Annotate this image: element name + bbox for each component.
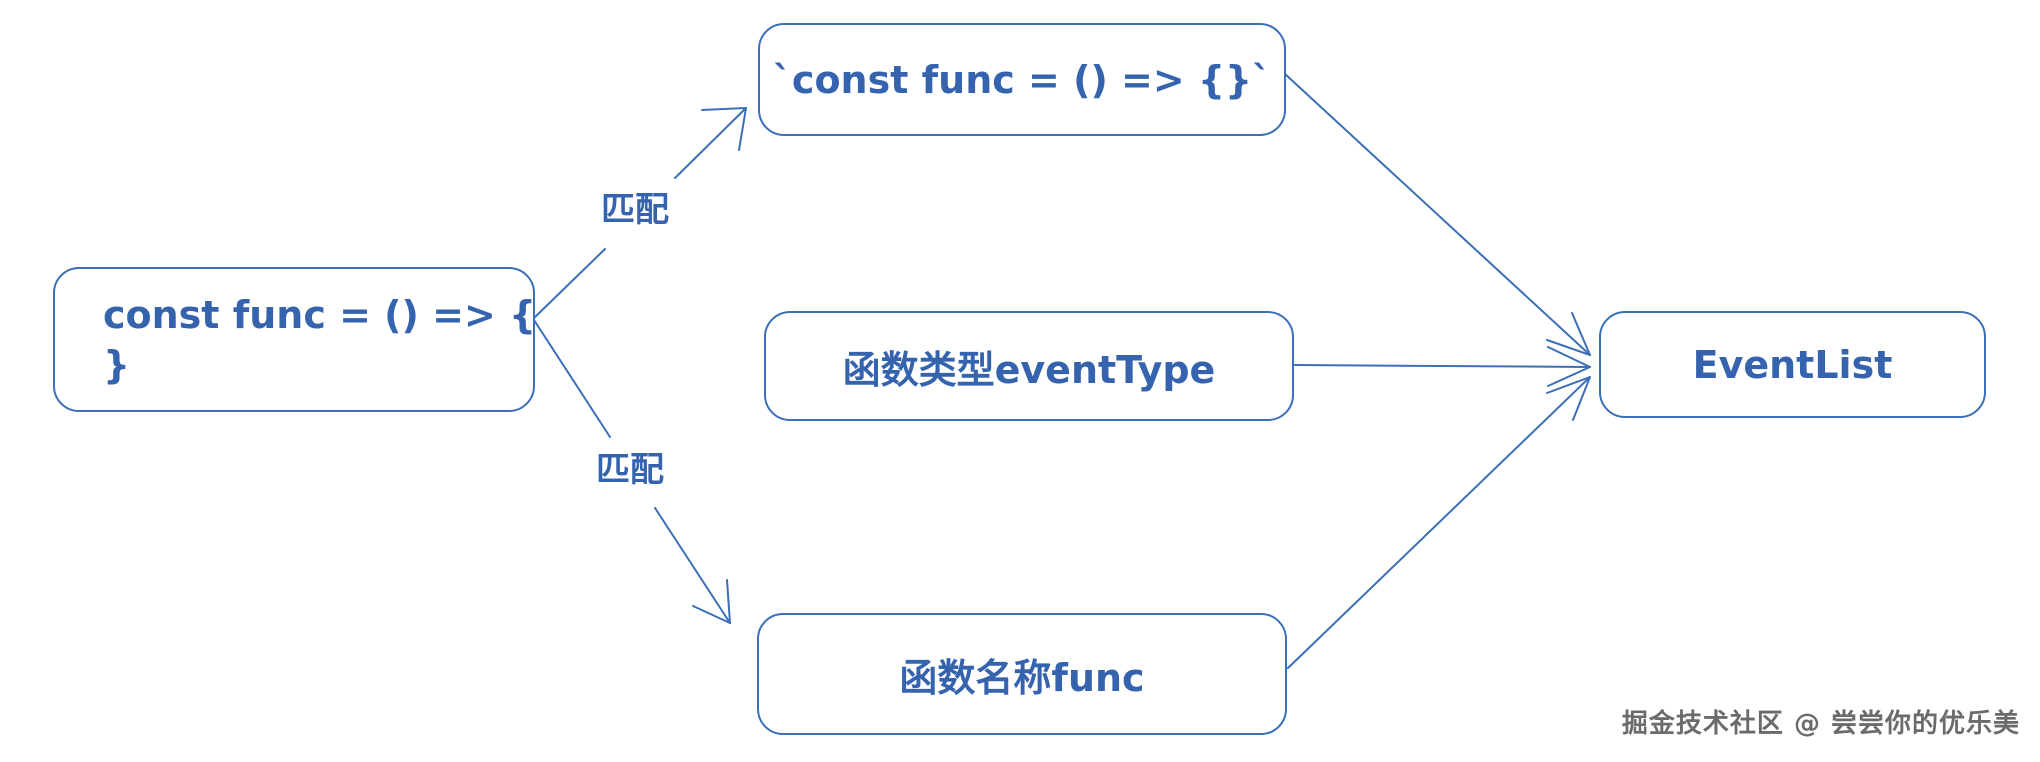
node-event-type: 函数类型eventType (764, 311, 1294, 421)
edge-funcname-to-eventlist (1287, 376, 1591, 669)
arrowhead-eventlist-mid (1547, 346, 1591, 387)
edge-label-match-top: 匹配 (595, 188, 675, 232)
arrowhead-eventlist-bottom (1546, 376, 1591, 421)
node-source-code: const func = () => { } (53, 267, 536, 412)
node-event-list: EventList (1599, 311, 1986, 418)
watermark: 掘金技术社区 @ 尝尝你的优乐美 (1621, 709, 2020, 739)
arrowhead-funcname (692, 579, 731, 624)
edge-source-to-funcname-lower (654, 507, 731, 624)
edge-source-to-template-lower (533, 248, 606, 319)
arrowhead-eventlist-top (1546, 312, 1591, 356)
arrowhead-template (701, 107, 747, 151)
node-template-string: `const func = () => {}` (758, 23, 1286, 136)
edge-source-to-template-upper (674, 107, 747, 179)
edge-template-to-eventlist (1284, 73, 1591, 356)
node-func-name: 函数名称func (757, 613, 1287, 735)
edge-eventtype-to-eventlist (1294, 364, 1591, 368)
edge-source-to-funcname-upper (533, 319, 611, 438)
edge-label-match-bottom: 匹配 (590, 448, 670, 492)
